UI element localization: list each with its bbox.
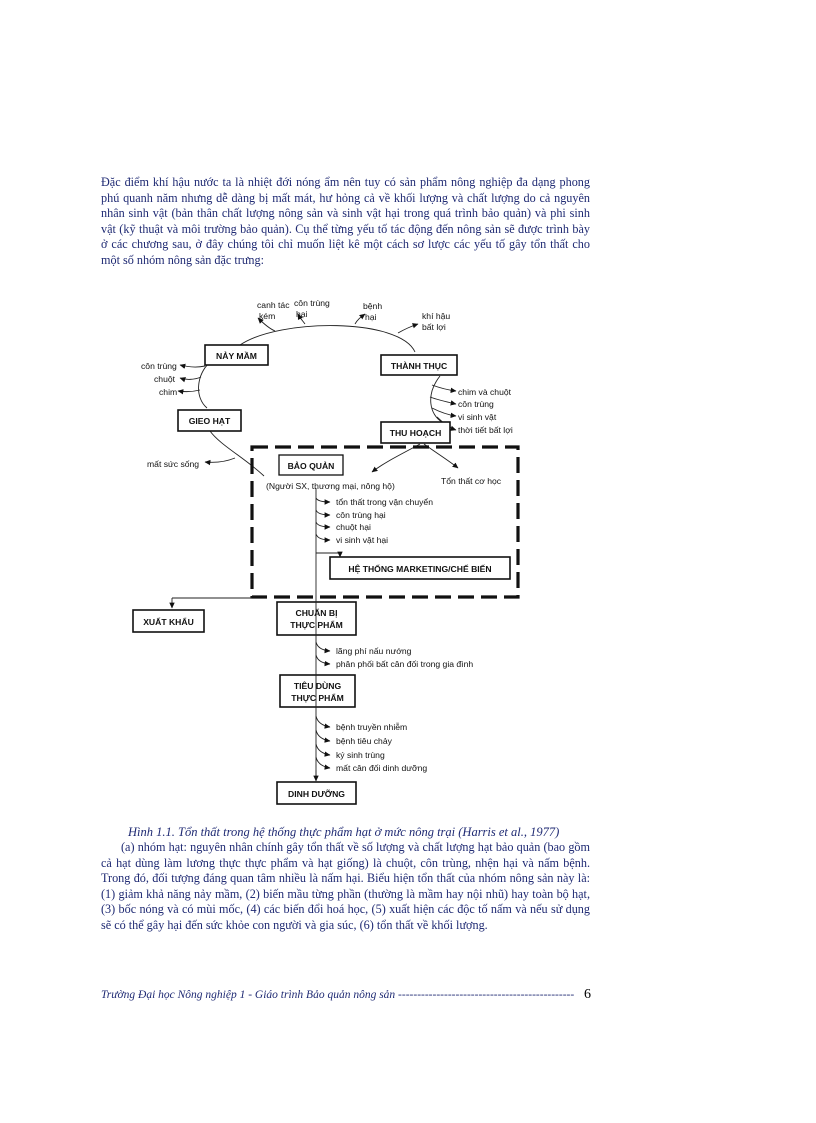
marketing-box: HỆ THỐNG MARKETING/CHẾ BIẾN bbox=[329, 556, 511, 580]
label-kem: kém bbox=[259, 311, 275, 321]
label-ton-that-co-hoc: Tổn thất cơ học bbox=[441, 476, 502, 486]
bao-quan-box: BẢO QUẢN bbox=[278, 454, 344, 476]
page-number: 6 bbox=[584, 987, 591, 1002]
thanh-thuc-box: THÀNH THỤC bbox=[380, 354, 458, 376]
label-left-chim: chim bbox=[159, 387, 177, 397]
label-td-mat-can-doi: mất cân đối dinh dưỡng bbox=[336, 763, 427, 773]
svg-text:NẢY MẦM: NẢY MẦM bbox=[216, 350, 257, 361]
label-benh: bệnh bbox=[363, 301, 382, 311]
svg-text:THỰC PHẨM: THỰC PHẨM bbox=[290, 619, 342, 630]
left-arc bbox=[198, 359, 213, 409]
svg-text:CHUẨN BỊ: CHUẨN BỊ bbox=[295, 607, 337, 618]
label-nguoi-sx: (Người SX, thương mại, nông hộ) bbox=[266, 481, 395, 491]
tieu-dung-box: TIÊU DÙNG THỰC PHẨM bbox=[279, 674, 356, 708]
label-bq-van-chuyen: tổn thất trong vận chuyển bbox=[336, 497, 433, 507]
svg-text:THÀNH THỤC: THÀNH THỤC bbox=[391, 361, 447, 371]
svg-text:BẢO QUẢN: BẢO QUẢN bbox=[288, 460, 335, 471]
chuan-bi-box: CHUẨN BỊ THỰC PHẨM bbox=[276, 601, 357, 636]
label-td-ky-sinh-trung: ký sinh trùng bbox=[336, 750, 385, 760]
label-hai-2: hại bbox=[365, 312, 377, 322]
svg-text:XUẤT KHẨU: XUẤT KHẨU bbox=[143, 616, 194, 627]
label-khi-hau: khí hậu bbox=[422, 311, 450, 321]
svg-text:TIÊU DÙNG: TIÊU DÙNG bbox=[294, 680, 342, 691]
top-arc bbox=[239, 325, 416, 353]
label-right-con-trung: côn trùng bbox=[458, 399, 494, 409]
footer-text: Trường Đại học Nông nghiệp 1 - Giáo trìn… bbox=[101, 989, 396, 1001]
label-left-con-trung: côn trùng bbox=[141, 361, 177, 371]
gieo-hat-box: GIEO HẠT bbox=[177, 409, 242, 432]
footer-dashes: ----------------------------------------… bbox=[398, 989, 575, 1001]
label-right-vi-sinh-vat: vi sinh vật bbox=[458, 412, 497, 422]
label-cb-phan-phoi: phân phối bất cân đối trong gia đình bbox=[336, 659, 473, 669]
nay-mam-box: NẢY MẦM bbox=[204, 344, 269, 366]
thu-hoach-box: THU HOẠCH bbox=[380, 421, 451, 444]
label-left-chuot: chuột bbox=[154, 374, 176, 384]
svg-text:THU HOẠCH: THU HOẠCH bbox=[390, 428, 442, 438]
viability-curve bbox=[209, 430, 265, 477]
intro-paragraph: Đặc điểm khí hậu nước ta là nhiệt đới nó… bbox=[101, 175, 590, 267]
label-bq-chuot: chuột hại bbox=[336, 522, 371, 532]
dinh-duong-box: DINH DƯỠNG bbox=[276, 781, 357, 805]
label-mat-suc-song: mất sức sống bbox=[147, 459, 199, 469]
label-right-thoi-tiet: thời tiết bất lợi bbox=[458, 425, 513, 435]
label-bq-con-trung: côn trùng hại bbox=[336, 510, 386, 520]
xuat-khau-box: XUẤT KHẨU bbox=[132, 609, 205, 633]
svg-text:DINH DƯỠNG: DINH DƯỠNG bbox=[288, 789, 345, 799]
svg-text:HỆ THỐNG MARKETING/CHẾ BIẾN: HỆ THỐNG MARKETING/CHẾ BIẾN bbox=[348, 563, 491, 574]
label-bq-vi-sinh-vat: vi sinh vật hại bbox=[336, 535, 388, 545]
right-arc bbox=[430, 375, 443, 423]
figure-caption: Hình 1.1. Tổn thất trong hệ thống thực p… bbox=[128, 825, 560, 839]
body-paragraph: (a) nhóm hạt: nguyên nhân chính gây tổn … bbox=[101, 840, 590, 932]
label-right-chim-chuot: chim và chuột bbox=[458, 387, 512, 397]
svg-text:THỰC PHẨM: THỰC PHẨM bbox=[291, 692, 343, 703]
label-hai-1: hại bbox=[296, 309, 308, 319]
page-footer: Trường Đại học Nông nghiệp 1 - Giáo trìn… bbox=[101, 989, 593, 1001]
label-bat-loi: bất lợi bbox=[422, 322, 446, 332]
label-td-tieu-chay: bệnh tiêu chảy bbox=[336, 736, 393, 746]
label-canh-tac: canh tác bbox=[257, 300, 290, 310]
label-td-truyen-nhiem: bệnh truyền nhiễm bbox=[336, 722, 407, 732]
label-con-trung: côn trùng bbox=[294, 298, 330, 308]
svg-text:GIEO HẠT: GIEO HẠT bbox=[189, 416, 231, 426]
label-cb-lang-phi: lãng phí nấu nướng bbox=[336, 646, 412, 656]
